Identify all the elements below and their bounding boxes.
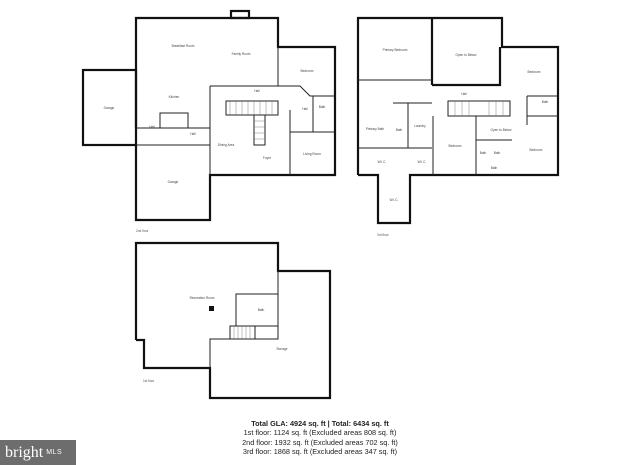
room-label: Bath [491,166,498,170]
room-label: Bath [494,151,501,155]
floor-area-line: 1st floor: 1124 sq. ft (Excluded areas 8… [243,428,397,438]
room-label: Bath [396,128,403,132]
room-label: Bath [258,308,265,312]
floor-label: 2nd floor [136,229,149,233]
room-label: Hall [254,89,260,93]
room-label: W.I.C. [418,160,427,164]
room-label: Living Room [303,152,321,156]
room-label: Storage [276,347,287,351]
room-label: Hall [190,132,196,136]
room-label: Garage [104,106,115,110]
room-label: Family Room [232,52,251,56]
upper-level-outline [356,16,560,225]
room-label: Bath [480,151,487,155]
logo-suffix: MLS [46,449,63,456]
room-label: Open to Below [456,53,478,57]
room-label: Bedroom [530,148,543,152]
fireplace [229,9,251,20]
floor-area-line: 2nd floor: 1932 sq. ft (Excluded areas 7… [242,437,398,447]
floor-plan-3rd-floor: Primary Bedroom Open to Below Bedroom Ha… [356,16,560,237]
room-label: Hall [461,92,467,96]
floor-label: 1st floor [143,379,155,383]
room-label: Bedroom [301,69,314,73]
total-area: Total GLA: 4924 sq. ft | Total: 6434 sq.… [251,419,389,428]
floor-plan-2nd-floor: Garage Breakfast Room Family Room Kitche… [81,9,337,233]
room-label: Hall [149,125,155,129]
room-label: W.I.C. [378,160,387,164]
room-label: Garage [168,180,179,184]
room-label: Bedroom [449,144,462,148]
room-label: Bedroom [528,70,541,74]
room-label: Open to Below [491,128,513,132]
room-label: W.I.C. [390,198,399,202]
main-level-outline [134,16,337,222]
room-label: Bath [319,105,326,109]
bright-mls-logo: bright MLS [0,440,76,465]
room-label: Kitchen [169,95,180,99]
room-label: Foyer [263,156,272,160]
floor-plan-1st-floor: Recreation Room Bath Storage 1st floor [134,241,332,400]
room-label: Breakfast Room [172,44,195,48]
room-label: Dining Area [218,143,235,147]
floor-area-line: 3rd floor: 1868 sq. ft (Excluded areas 3… [242,446,398,456]
room-label: Laundry [414,124,426,128]
room-label: Recreation Room [190,296,215,300]
room-label: Hall [302,107,308,111]
logo-brand: bright [5,443,44,461]
room-label: Primary Bath [366,127,385,131]
room-label: Primary Bedroom [383,48,408,52]
area-summary: Total GLA: 4924 sq. ft | Total: 6434 sq.… [0,419,640,456]
lower-level-outline [134,241,332,400]
room-label: Bath [542,100,549,104]
floor-label: 3rd floor [377,233,390,237]
